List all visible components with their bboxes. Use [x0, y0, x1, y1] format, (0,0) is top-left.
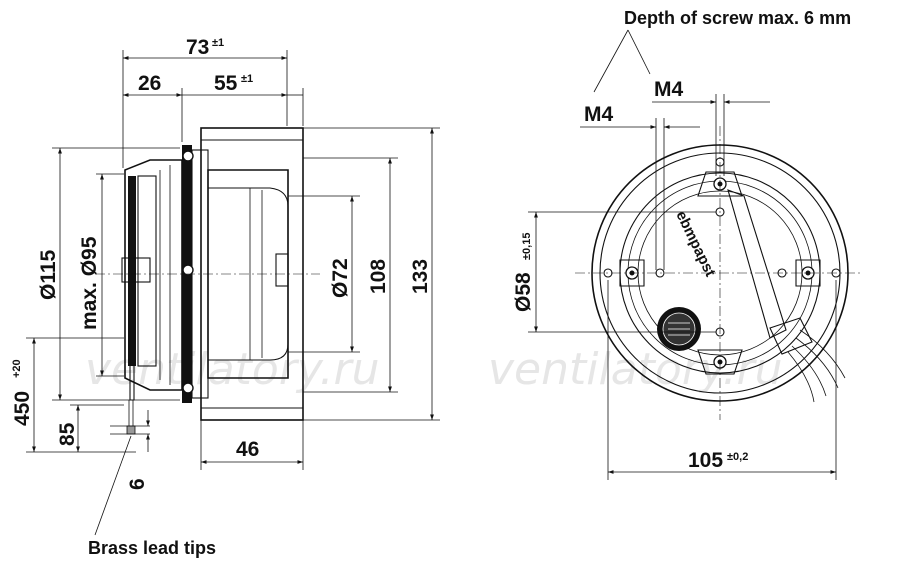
dim-450: 450 — [11, 391, 34, 426]
dim-max-95: max. Ø95 — [78, 236, 101, 330]
dim-55-tol: ±1 — [241, 73, 253, 85]
side-view: 73 ±1 26 55 ±1 Ø115 max. Ø95 450 +20 85 … — [11, 36, 440, 558]
dim-133: 133 — [409, 259, 432, 294]
dim-72: Ø72 — [329, 258, 352, 298]
dim-6: 6 — [126, 478, 149, 490]
thread-label-left: M4 — [584, 103, 613, 126]
cable-channel — [727, 189, 787, 339]
thread-label-right: M4 — [654, 78, 683, 101]
front-view: ebmpapst Ø58 ±0,15 105 ±0,2 M4 M4 Depth … — [512, 8, 862, 480]
cable-connector — [769, 317, 813, 355]
dim-26: 26 — [138, 72, 161, 95]
screw-depth-note: Depth of screw max. 6 mm — [624, 8, 851, 28]
dim-108: 108 — [367, 259, 390, 294]
dim-73: 73 — [186, 36, 209, 59]
dim-115: Ø115 — [37, 249, 60, 300]
dim-73-tol: ±1 — [212, 37, 224, 49]
dim-58: Ø58 — [512, 272, 535, 312]
dim-55: 55 — [214, 72, 238, 95]
brass-lead-tips — [126, 425, 136, 435]
dim-85: 85 — [56, 422, 79, 446]
dim-58-tol: ±0,15 — [521, 233, 533, 260]
dim-46: 46 — [236, 438, 259, 461]
dim-450-tol: +20 — [11, 359, 23, 378]
dim-105-tol: ±0,2 — [727, 451, 748, 463]
dim-105: 105 — [688, 449, 723, 472]
brand-label: ebmpapst — [672, 208, 718, 279]
electronics-housing — [124, 159, 183, 391]
brass-lead-tips-label: Brass lead tips — [88, 538, 216, 558]
